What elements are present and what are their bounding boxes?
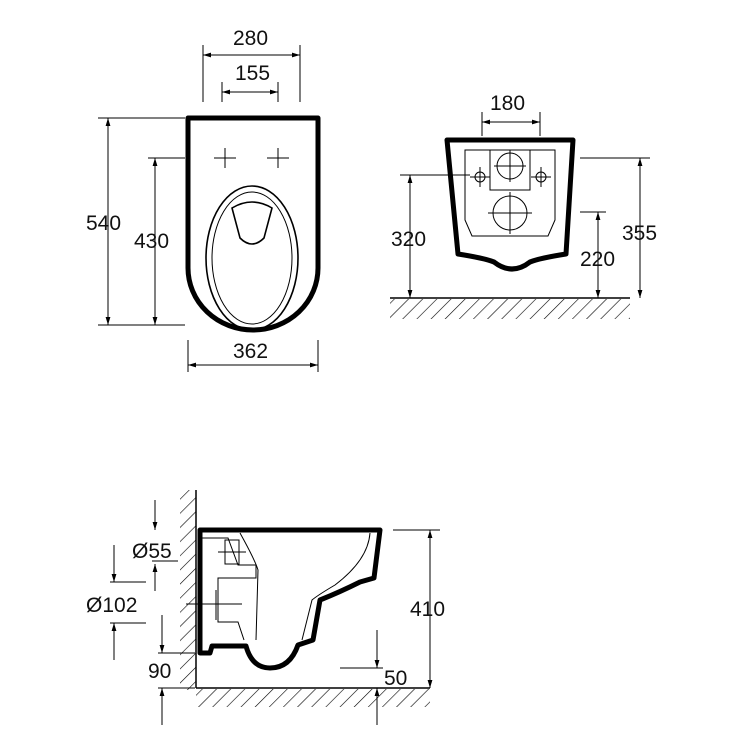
front-view: 180 320 355 220 (390, 92, 657, 319)
bowl-opening (231, 201, 273, 245)
side-view: Ø55 Ø102 90 410 50 (86, 490, 445, 725)
dim-320: 320 (391, 228, 426, 251)
dim-410: 410 (410, 598, 445, 621)
dim-outlet-diameter: Ø102 (86, 594, 137, 617)
fixing-hole-icon (214, 148, 289, 168)
dim-540: 540 (86, 212, 121, 235)
top-view: 280 155 540 430 362 (86, 27, 321, 372)
dim-50: 50 (384, 667, 407, 690)
wall-hatch (180, 490, 196, 690)
side-outline (197, 527, 383, 671)
floor-hatch (390, 299, 630, 319)
floor-hatch-side (196, 689, 430, 707)
dim-220: 220 (580, 248, 615, 271)
bowl-outline (185, 115, 321, 333)
inlet-icon (470, 150, 551, 234)
outlet-cross-icon (186, 539, 246, 620)
dim-280: 280 (233, 27, 268, 50)
dim-430: 430 (134, 230, 169, 253)
dim-inlet-diameter: Ø55 (132, 540, 172, 563)
dim-90: 90 (148, 660, 171, 683)
dim-355: 355 (622, 222, 657, 245)
dim-155: 155 (235, 62, 270, 85)
front-outline (444, 137, 576, 272)
dim-362: 362 (233, 340, 268, 363)
dim-180: 180 (490, 92, 525, 115)
seat-outline (205, 185, 299, 331)
